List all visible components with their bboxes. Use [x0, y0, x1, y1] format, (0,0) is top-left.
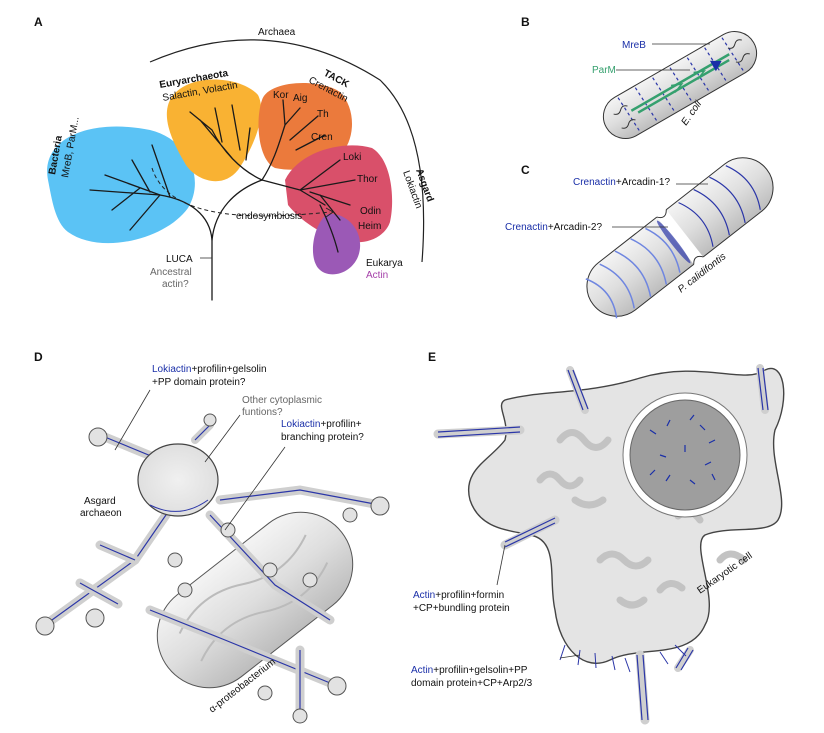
panel-a-letter: A	[34, 15, 43, 29]
crenactin-arcadin1-filaments	[678, 165, 761, 247]
filopodia	[433, 364, 769, 725]
archaea-label: Archaea	[258, 27, 296, 38]
leaf-heim: Heim	[358, 221, 381, 232]
arp23-label-line2: domain protein+CP+Arp2/3	[411, 678, 533, 689]
panel-a: A Archaea endosymbiosis Bacteria MreB, P…	[34, 15, 435, 301]
eukarya-label: Eukarya	[366, 258, 403, 269]
parm-label: ParM	[592, 65, 616, 76]
lokiactin2-label: Lokiactin+profilin+	[281, 419, 362, 430]
lokiactin1-label: Lokiactin+profilin+gelsolin	[152, 364, 267, 375]
panel-e-letter: E	[428, 350, 436, 364]
eukarya-actin-label: Actin	[366, 270, 388, 281]
arp23-label: Actin+profilin+gelsolin+PP	[411, 665, 528, 676]
asgard-blob	[285, 145, 393, 243]
division-ring	[656, 220, 691, 264]
panel-b-letter: B	[521, 15, 530, 29]
parm-arrows	[670, 69, 706, 93]
formin-leader	[496, 544, 506, 586]
leaf-kor: Kor	[273, 90, 289, 101]
endosymbiosis-arrow	[151, 167, 331, 217]
chromosome-left	[613, 105, 636, 129]
formin-label-line2: +CP+bundling protein	[413, 603, 510, 614]
endosymbiosis-label: endosymbiosis	[236, 211, 302, 222]
lokiactin2-label-line2: branching protein?	[281, 432, 364, 443]
arp23-leader	[559, 654, 581, 659]
bacteria-blob	[47, 126, 195, 244]
panel-d-letter: D	[34, 350, 43, 364]
asgard-archaeon-label: Asgard	[84, 496, 116, 507]
leaf-thor: Thor	[357, 174, 378, 185]
panel-b: B MreB ParM E. coli	[521, 15, 758, 139]
luca-sub1: Ancestral	[150, 267, 192, 278]
other-functions-label: Other cytoplasmic	[242, 395, 322, 406]
asgard-archaeon-label-line2: archaeon	[80, 508, 122, 519]
leaf-odin: Odin	[360, 206, 381, 217]
endosymbiosis-arrowhead	[325, 207, 334, 218]
euryarchaeota-blob	[166, 79, 262, 182]
archaea-arc	[149, 39, 425, 263]
luca-label: LUCA	[166, 254, 193, 265]
panel-e: E Actin+profilin+formin	[411, 350, 785, 725]
lokiactin2-leader	[224, 446, 286, 531]
lokiactin1-label-line2: +PP domain protein?	[152, 377, 246, 388]
phylogenetic-tree	[89, 99, 356, 301]
leaf-aig: Aig	[293, 93, 307, 104]
chromosome-right	[727, 39, 750, 63]
leaf-loki: Loki	[343, 152, 361, 163]
eukaryotic-cell-body	[467, 367, 785, 664]
endoplasmic-reticulum	[536, 429, 748, 609]
pcalidifontis-cell	[585, 157, 774, 319]
panel-c-letter: C	[521, 163, 530, 177]
panel-c: C Crenactin+Arcadin-1? Crenactin+Arcadin…	[505, 157, 774, 319]
ecoli-cell	[602, 31, 758, 139]
luca-sub2: actin?	[162, 279, 189, 290]
mreb-label: MreB	[622, 40, 646, 51]
panel-d: D	[34, 350, 390, 724]
other-functions-leader	[204, 414, 241, 463]
arcadin1-label: Crenactin+Arcadin-1?	[573, 177, 670, 188]
asgard-cortex-filament	[149, 499, 209, 512]
crenactin-arcadin2-filaments	[585, 227, 681, 319]
other-functions-label-line2: funtions?	[242, 407, 283, 418]
protrusions	[35, 413, 390, 724]
leaf-th: Th	[317, 109, 329, 120]
mreb-arrow	[709, 60, 722, 72]
nuclear-actin	[649, 414, 716, 485]
formin-label: Actin+profilin+formin	[413, 590, 504, 601]
arcadin2-label: Crenactin+Arcadin-2?	[505, 222, 602, 233]
lokiactin1-leader	[114, 389, 151, 451]
nucleus	[629, 399, 741, 511]
asgard-archaeon-body	[137, 443, 219, 517]
lamellipodium-actin	[559, 644, 687, 673]
leaf-cren: Cren	[311, 132, 333, 143]
